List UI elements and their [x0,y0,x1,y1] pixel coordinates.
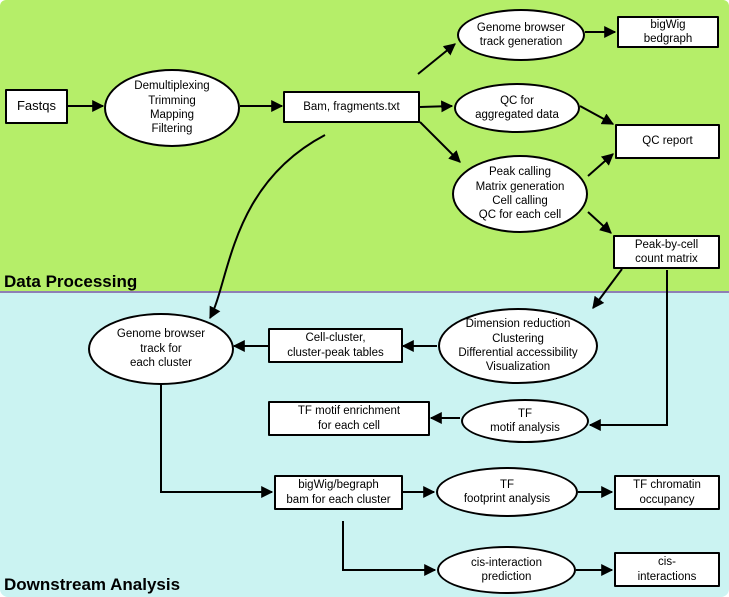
section-divider [0,291,729,293]
arrow-genome-cluster-to-bigwig-bam [160,384,274,498]
node-demultiplexing: Demultiplexing Trimming Mapping Filterin… [104,69,240,147]
node-cis-interactions: cis- interactions [614,552,720,587]
arrow-bigwig-bam-to-cis [342,521,437,576]
node-bam-fragments: Bam, fragments.txt [283,91,420,123]
node-fastqs: Fastqs [5,89,68,124]
node-bigwig-bedgraph: bigWig bedgraph [617,16,719,48]
arrow-bam-to-peak-calling [419,121,461,163]
node-genome-browser-track-generation: Genome browser track generation [457,9,585,61]
arrow-bam-to-genome-track [417,43,456,75]
arrow-bam-to-qc-aggregated [419,100,454,113]
node-tf-chromatin-occupancy: TF chromatin occupancy [614,475,720,510]
arrow-peak-calling-to-qc-report [587,153,614,177]
node-tf-motif-analysis: TF motif analysis [461,399,589,443]
node-peak-calling: Peak calling Matrix generation Cell call… [452,155,588,233]
section-label-data-processing: Data Processing [4,272,138,291]
arrow-bam-to-genome-cluster [209,134,326,320]
section-label-downstream-analysis: Downstream Analysis [4,575,181,594]
arrow-qc-aggregated-to-qc-report [579,105,615,125]
node-qc-report: QC report [615,124,720,159]
data-processing-panel [0,0,729,293]
arrow-peak-by-cell-to-dim-reduction [592,268,623,309]
node-cell-cluster-tables: Cell-cluster, cluster-peak tables [268,328,403,363]
node-peak-by-cell-matrix: Peak-by-cell count matrix [613,235,720,269]
node-bigwig-bam-each-cluster: bigWig/begraph bam for each cluster [274,475,403,510]
node-genome-browser-each-cluster: Genome browser track for each cluster [88,313,234,385]
node-tf-footprint-analysis: TF footprint analysis [436,467,578,517]
node-cis-interaction-prediction: cis-interaction prediction [437,546,576,594]
node-tf-motif-enrichment: TF motif enrichment for each cell [268,401,430,436]
arrow-peak-calling-to-peak-by-cell [587,211,612,234]
node-qc-aggregated: QC for aggregated data [454,83,580,133]
arrow-peak-by-cell-to-tf-motif [588,270,668,431]
node-dimension-reduction: Dimension reduction Clustering Different… [438,308,598,384]
